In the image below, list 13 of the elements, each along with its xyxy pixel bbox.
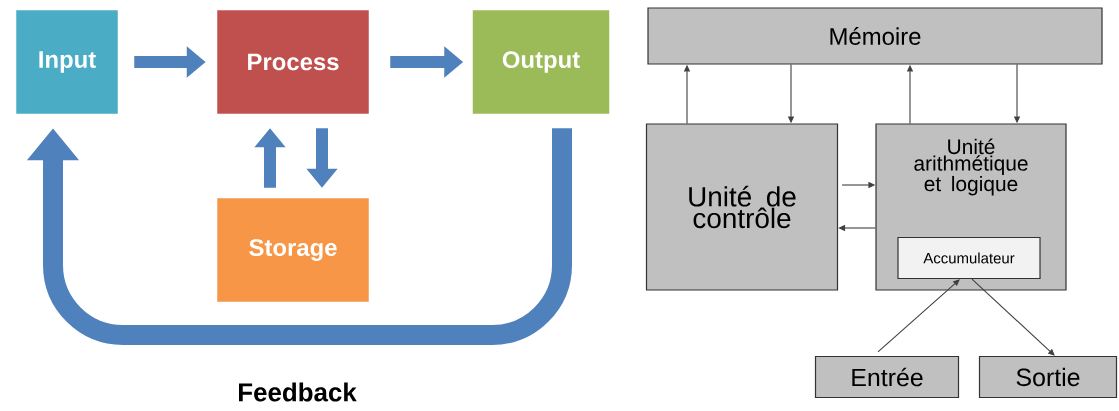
output-box: Sortie — [978, 355, 1118, 399]
memory-box: Mémoire — [647, 7, 1103, 65]
accumulator-box: Accumulateur — [897, 236, 1041, 280]
control-unit-box: Unité de contrôle — [645, 123, 839, 291]
arrow — [877, 279, 960, 353]
arrow — [971, 278, 1055, 356]
caption-text: Feedback — [239, 382, 357, 402]
output-box: Output — [471, 8, 611, 116]
feedback-arrow — [26, 128, 572, 345]
input-box: Input — [14, 8, 120, 116]
input-box: Entrée — [814, 355, 960, 399]
process-box: Process — [215, 8, 371, 116]
storage-box: Storage — [215, 196, 371, 304]
